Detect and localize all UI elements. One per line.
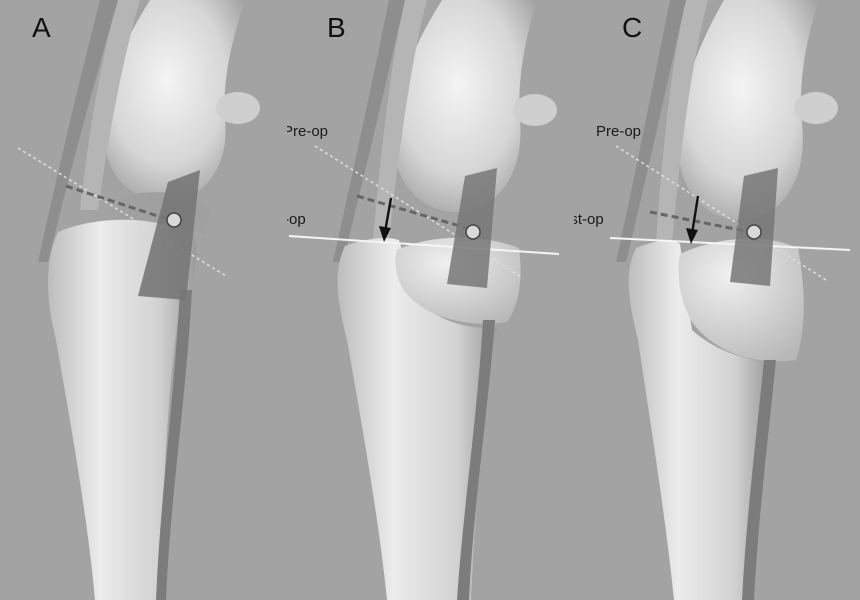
panel-c: C Pre-op Post-op: [574, 0, 860, 600]
panel-b-label: B: [327, 14, 346, 42]
pivot-screw-icon: [466, 225, 480, 239]
panel-a-illustration: [0, 0, 287, 600]
panel-a-label: A: [32, 14, 51, 42]
preop-label: Pre-op: [596, 124, 641, 139]
postop-label: Post-op: [287, 212, 306, 227]
panel-a: A: [0, 0, 287, 600]
pivot-screw-icon: [747, 225, 761, 239]
fabella: [513, 94, 557, 126]
panel-c-label: C: [622, 14, 642, 42]
preop-label: Pre-op: [287, 124, 328, 139]
panel-b-illustration: [287, 0, 574, 600]
fabella: [216, 92, 260, 124]
pivot-screw-icon: [167, 213, 181, 227]
panel-c-illustration: [574, 0, 860, 600]
postop-label: Post-op: [574, 212, 604, 227]
panel-b: B Pre-op Post-op: [287, 0, 574, 600]
fabella: [794, 92, 838, 124]
